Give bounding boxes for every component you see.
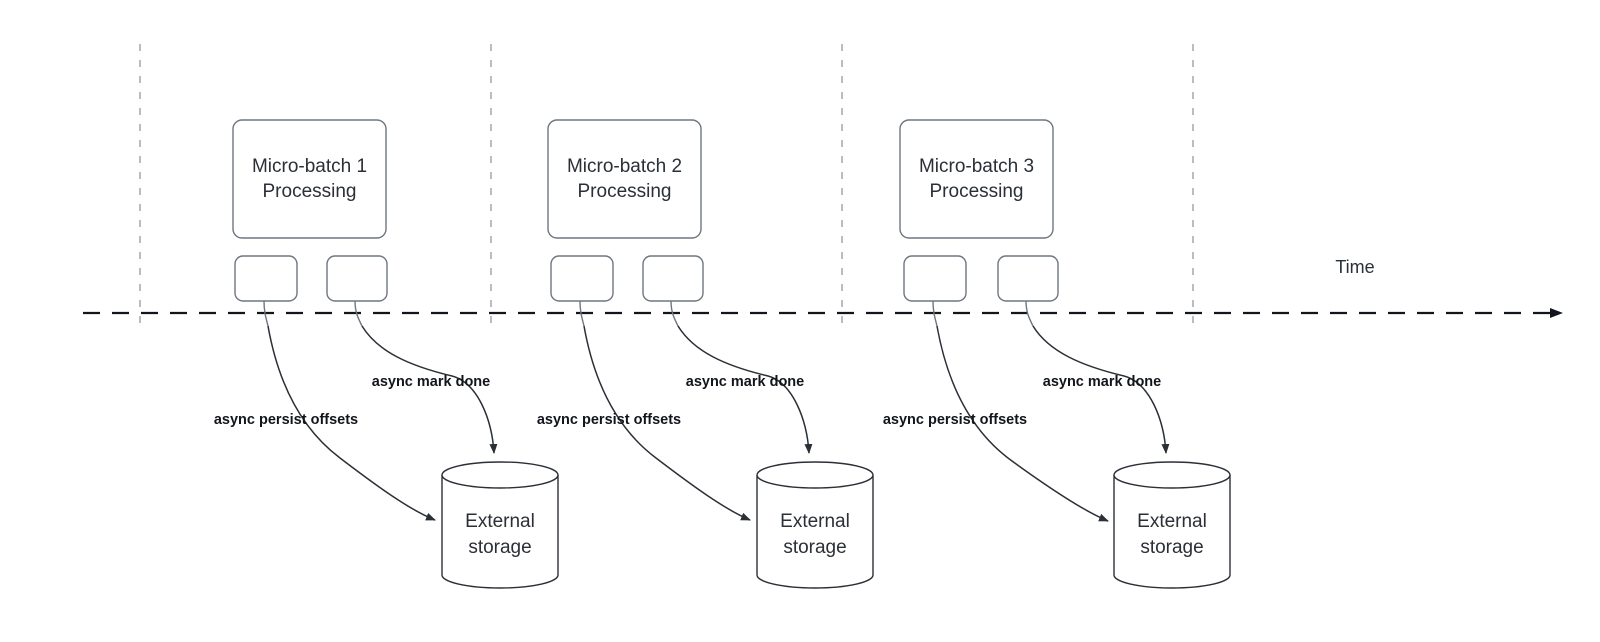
edge-1-persist-offsets-arrow xyxy=(267,325,436,521)
task-box-2a[interactable] xyxy=(550,255,614,302)
external-storage-1[interactable] xyxy=(441,461,559,589)
external-storage-1-label-line1: External xyxy=(465,511,535,532)
group-1: Micro-batch 1 Processing async persist o… xyxy=(214,119,559,589)
micro-batch-1-label-line1: Micro-batch 1 xyxy=(252,156,367,177)
task-1b-stem xyxy=(354,300,363,327)
micro-batch-2-label-line1: Micro-batch 2 xyxy=(567,156,682,177)
edge-2-persist-offsets-label: async persist offsets xyxy=(537,412,681,428)
task-box-2b[interactable] xyxy=(642,255,704,302)
edge-3-persist-offsets-arrow xyxy=(936,325,1109,522)
edge-2-persist-offsets-arrow xyxy=(583,325,751,521)
task-3a-stem xyxy=(932,300,938,327)
micro-batch-2-box[interactable] xyxy=(547,119,702,239)
external-storage-3[interactable] xyxy=(1113,461,1231,589)
micro-batch-3-label-line2: Processing xyxy=(930,181,1024,202)
task-2a-stem xyxy=(579,300,585,327)
edge-3-persist-offsets-label: async persist offsets xyxy=(883,412,1027,428)
micro-batch-3-label-line1: Micro-batch 3 xyxy=(919,156,1034,177)
edge-2-mark-done-arrow xyxy=(677,325,813,454)
micro-batch-1-label-line2: Processing xyxy=(263,181,357,202)
edge-3-mark-done-arrow xyxy=(1032,325,1170,454)
edge-2-mark-done-label: async mark done xyxy=(686,374,804,390)
external-storage-3-label-line1: External xyxy=(1137,511,1207,532)
external-storage-2[interactable] xyxy=(756,461,874,589)
edge-1-mark-done-label: async mark done xyxy=(372,374,490,390)
edge-1-mark-done-arrow xyxy=(361,325,498,454)
task-box-3a[interactable] xyxy=(903,255,967,302)
group-3: Micro-batch 3 Processing async persist o… xyxy=(883,119,1231,589)
time-axis-label: Time xyxy=(1335,257,1374,277)
task-box-1a[interactable] xyxy=(234,255,298,302)
external-storage-2-label-line2: storage xyxy=(783,537,846,558)
task-box-3b[interactable] xyxy=(997,255,1059,302)
edge-3-mark-done-label: async mark done xyxy=(1043,374,1161,390)
external-storage-1-label-line2: storage xyxy=(468,537,531,558)
task-3b-stem xyxy=(1025,300,1034,327)
external-storage-3-label-line2: storage xyxy=(1140,537,1203,558)
edge-1-persist-offsets-label: async persist offsets xyxy=(214,412,358,428)
task-2b-stem xyxy=(670,300,679,327)
micro-batch-2-label-line2: Processing xyxy=(578,181,672,202)
micro-batch-3-box[interactable] xyxy=(899,119,1054,239)
external-storage-2-label-line1: External xyxy=(780,511,850,532)
group-2: Micro-batch 2 Processing async persist o… xyxy=(537,119,874,589)
micro-batch-1-box[interactable] xyxy=(232,119,387,239)
task-box-1b[interactable] xyxy=(326,255,388,302)
task-1a-stem xyxy=(263,300,269,327)
